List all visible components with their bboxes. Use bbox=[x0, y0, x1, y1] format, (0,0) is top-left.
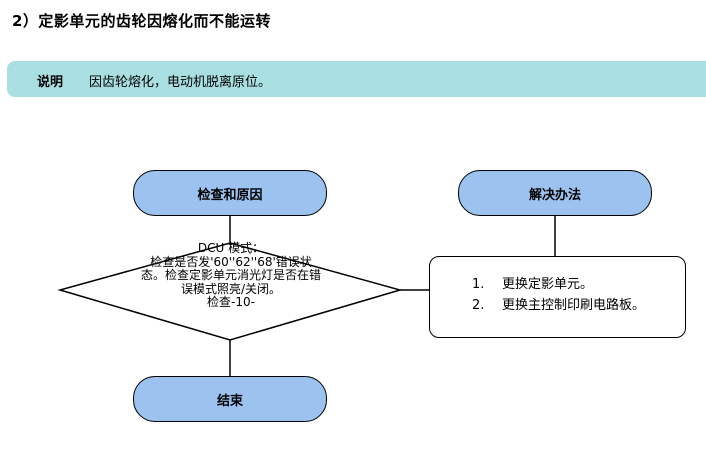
check-and-cause-header: 检查和原因 bbox=[133, 170, 327, 216]
solution-list: 1. 更换定影单元。 2. 更换主控制印刷电路板。 bbox=[472, 274, 645, 316]
decision-line: 检查-10- bbox=[207, 295, 255, 309]
decision-line: DCU 模式： bbox=[197, 241, 265, 255]
page-heading: 2）定影单元的齿轮因熔化而不能运转 bbox=[12, 12, 271, 30]
solution-item-text: 更换定影单元。 bbox=[502, 277, 594, 292]
solution-box: 1. 更换定影单元。 2. 更换主控制印刷电路板。 bbox=[429, 256, 686, 338]
solution-item: 1. 更换定影单元。 bbox=[472, 274, 645, 295]
solution-item-number: 1. bbox=[472, 277, 485, 292]
solution-item-number: 2. bbox=[472, 298, 485, 313]
solution-header: 解决办法 bbox=[458, 170, 652, 216]
decision-line: 态。检查定影单元消光灯是否在错 bbox=[140, 268, 321, 282]
decision-line: 检查是否发'60''62''68'错误状 bbox=[150, 254, 312, 269]
description-label: 说明 bbox=[37, 75, 64, 90]
solution-item: 2. 更换主控制印刷电路板。 bbox=[472, 295, 645, 316]
end-node: 结束 bbox=[133, 376, 327, 422]
description-bar: 说明 因齿轮熔化，电动机脱离原位。 bbox=[7, 61, 706, 97]
decision-text: DCU 模式： 检查是否发'60''62''68'错误状 态。检查定影单元消光灯… bbox=[100, 241, 362, 310]
decision-line: 误模式照亮/关闭。 bbox=[180, 281, 282, 296]
solution-item-text: 更换主控制印刷电路板。 bbox=[502, 298, 646, 313]
description-text: 因齿轮熔化，电动机脱离原位。 bbox=[89, 75, 272, 90]
